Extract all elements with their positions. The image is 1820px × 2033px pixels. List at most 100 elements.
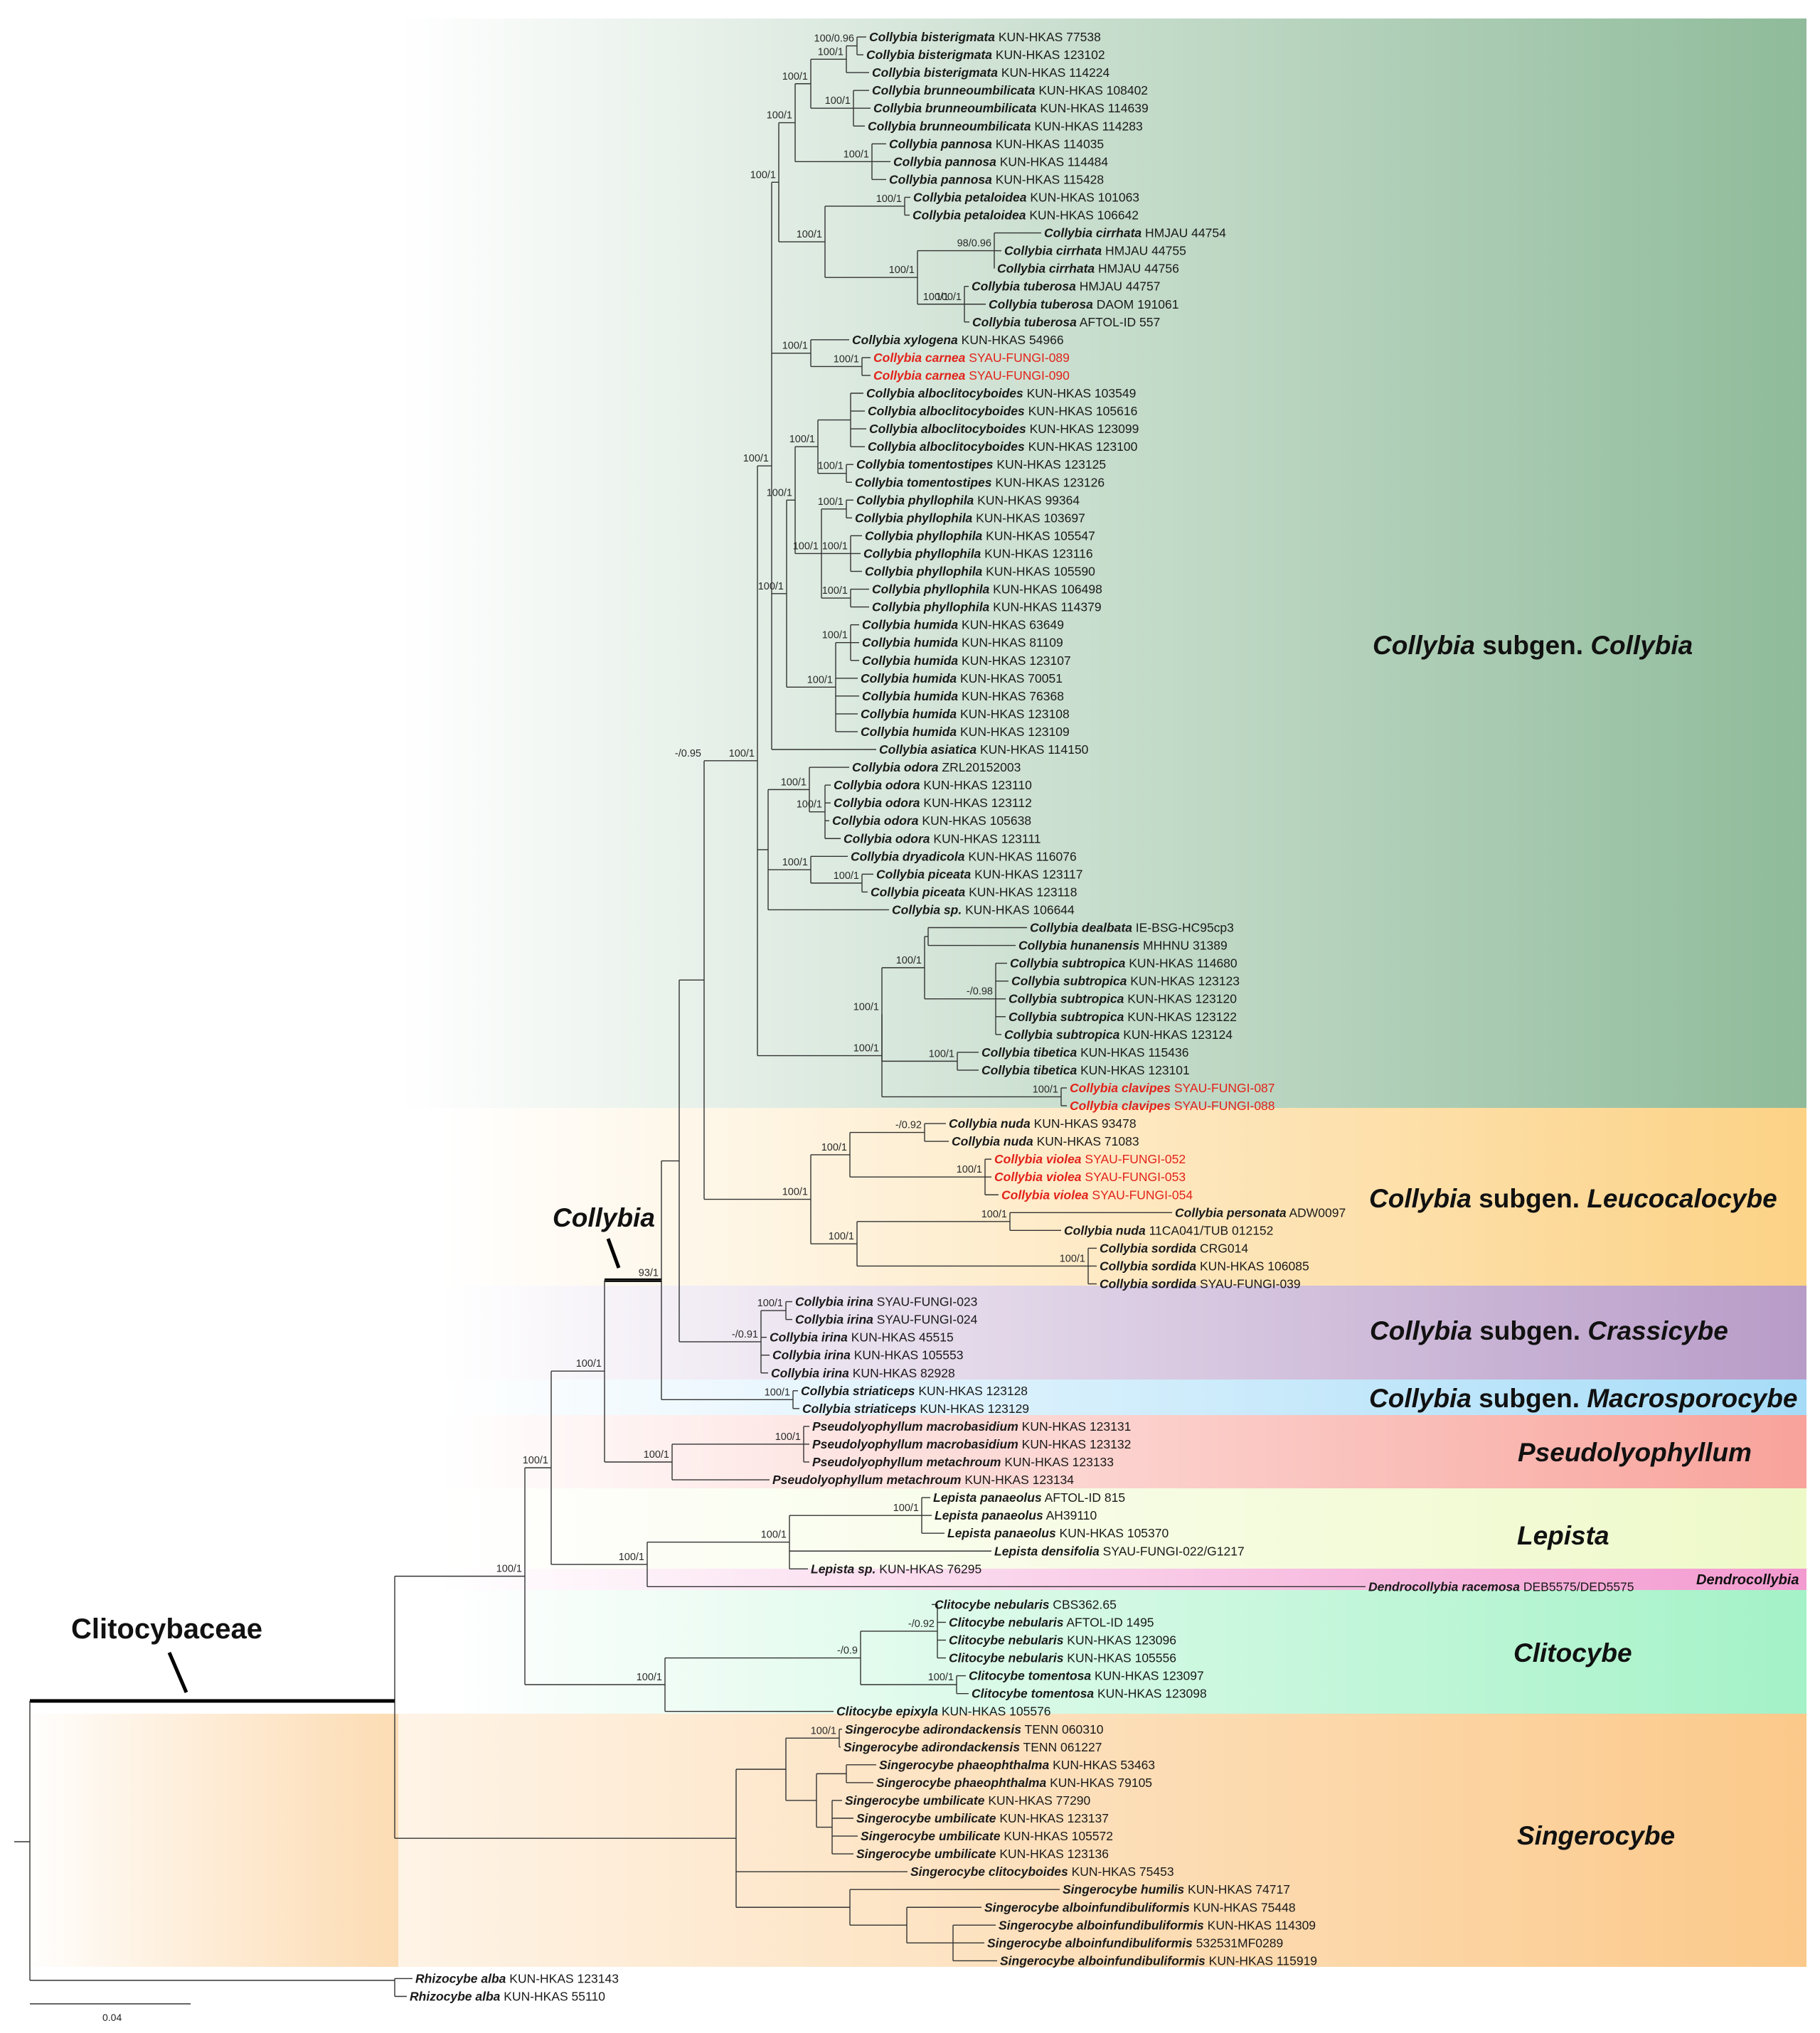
taxon-name: Clitocybe tomentosa xyxy=(969,1669,1091,1683)
taxon-label: Collybia violea SYAU-FUNGI-052 xyxy=(994,1152,1186,1166)
tree-branches xyxy=(14,36,1366,1997)
voucher-id: KUN-HKAS 106644 xyxy=(962,902,1075,917)
voucher-id: KUN-HKAS 123143 xyxy=(506,1971,619,1985)
taxon-label: Collybia striaticeps KUN-HKAS 123128 xyxy=(801,1384,1028,1398)
taxon-name: Rhizocybe alba xyxy=(410,1990,501,2004)
taxon-name: Collybia humida xyxy=(862,636,958,650)
voucher-id: KUN-HKAS 123124 xyxy=(1119,1028,1233,1042)
voucher-id: KUN-HKAS 123102 xyxy=(992,48,1105,62)
voucher-id: KUN-HKAS 123132 xyxy=(1018,1437,1132,1451)
voucher-id: MHHNU 31389 xyxy=(1139,939,1228,953)
clade-label-part: Collybia xyxy=(1373,631,1475,660)
voucher-id: SYAU-FUNGI-039 xyxy=(1196,1277,1301,1291)
taxon-label: Collybia petaloidea KUN-HKAS 106642 xyxy=(912,208,1139,223)
clade-label-part: subgen. xyxy=(1475,631,1590,660)
taxon-label: Dendrocollybia racemosa DEB5575/DED5575 xyxy=(1368,1579,1634,1594)
taxon-label: Collybia odora KUN-HKAS 123112 xyxy=(834,796,1032,810)
voucher-id: KUN-HKAS 123096 xyxy=(1063,1633,1176,1648)
support-value: 100/1 xyxy=(782,857,808,868)
taxon-label: Lepista densifolia SYAU-FUNGI-022/G1217 xyxy=(994,1544,1245,1558)
taxon-label: Rhizocybe alba KUN-HKAS 123143 xyxy=(415,1971,619,1985)
clade-label-part: Collybia xyxy=(1590,631,1693,660)
taxon-label: Collybia carnea SYAU-FUNGI-089 xyxy=(873,351,1070,365)
support-value: 100/1 xyxy=(797,229,822,240)
taxon-label: Collybia nuda 11CA041/TUB 012152 xyxy=(1064,1223,1273,1237)
taxon-label: Lepista panaeolus AFTOL-ID 815 xyxy=(933,1490,1125,1505)
taxon-label: Collybia sordida KUN-HKAS 106085 xyxy=(1100,1259,1309,1273)
support-value: 100/1 xyxy=(822,540,848,552)
voucher-id: KUN-HKAS 123100 xyxy=(1025,439,1138,454)
taxon-label: Collybia xylogena KUN-HKAS 54966 xyxy=(852,333,1064,347)
voucher-id: KUN-HKAS 105553 xyxy=(851,1348,964,1362)
voucher-id: KUN-HKAS 75448 xyxy=(1190,1900,1296,1914)
taxon-label: Collybia humida KUN-HKAS 70051 xyxy=(861,671,1063,685)
taxon-label: Collybia pannosa KUN-HKAS 114484 xyxy=(893,154,1108,169)
taxon-name: Collybia dealbata xyxy=(1030,921,1132,935)
taxon-name: Singerocybe alboinfundibuliformis xyxy=(984,1900,1190,1914)
support-value: 100/1 xyxy=(729,748,755,759)
support-value: -/0.95 xyxy=(675,748,701,759)
voucher-id: KUN-HKAS 123099 xyxy=(1026,422,1139,436)
taxon-name: Clitocybe nebularis xyxy=(949,1651,1064,1665)
taxon-name: Collybia subtropica xyxy=(1010,956,1126,971)
taxon-label: Collybia tibetica KUN-HKAS 123101 xyxy=(981,1063,1190,1077)
voucher-id: HMJAU 44755 xyxy=(1102,244,1186,258)
taxon-name: Collybia nuda xyxy=(949,1116,1031,1131)
support-value: 100/1 xyxy=(853,1043,879,1055)
voucher-id: KUN-HKAS 106085 xyxy=(1196,1259,1309,1273)
taxon-name: Singerocybe clitocyboides xyxy=(910,1864,1068,1879)
support-value: -/0.98 xyxy=(967,986,993,998)
taxon-label: Collybia bisterigmata KUN-HKAS 123102 xyxy=(866,48,1105,62)
voucher-id: KUN-HKAS 123112 xyxy=(920,796,1032,810)
taxon-name: Collybia striaticeps xyxy=(801,1384,915,1398)
support-value: 100/1 xyxy=(844,149,869,160)
taxon-label: Collybia humida KUN-HKAS 123107 xyxy=(862,653,1071,668)
taxon-label: Collybia phyllophila KUN-HKAS 99364 xyxy=(856,493,1080,507)
support-value: 100/1 xyxy=(644,1449,669,1461)
taxon-label: Collybia pannosa KUN-HKAS 114035 xyxy=(889,137,1104,151)
support-value: 100/1 xyxy=(761,1530,787,1541)
taxon-label: Clitocybe nebularis CBS362.65 xyxy=(935,1597,1117,1611)
support-value: 100/1 xyxy=(758,581,784,592)
taxon-label: Singerocybe adirondackensis TENN 060310 xyxy=(845,1722,1104,1736)
taxon-label: Collybia sordida CRG014 xyxy=(1100,1241,1248,1255)
voucher-id: KUN-HKAS 123133 xyxy=(1001,1455,1114,1469)
taxon-name: Collybia alboclitocyboides xyxy=(868,439,1025,454)
taxon-label: Collybia brunneoumbilicata KUN-HKAS 1084… xyxy=(872,83,1148,97)
voucher-id: KUN-HKAS 114035 xyxy=(992,137,1104,151)
taxon-name: Collybia tomentostipes xyxy=(856,457,994,471)
voucher-id: DEB5575/DED5575 xyxy=(1520,1579,1634,1594)
taxon-label: Pseudolyophyllum metachroum KUN-HKAS 123… xyxy=(772,1473,1074,1487)
taxon-name: Lepista panaeolus xyxy=(933,1490,1042,1505)
taxon-name: Collybia personata xyxy=(1175,1205,1287,1220)
taxon-label: Collybia irina KUN-HKAS 105553 xyxy=(772,1348,963,1362)
taxon-name: Singerocybe humilis xyxy=(1063,1882,1184,1896)
voucher-id: HMJAU 44756 xyxy=(1095,262,1179,276)
taxon-label: Clitocybe tomentosa KUN-HKAS 123097 xyxy=(969,1669,1204,1683)
taxon-label: Collybia phyllophila KUN-HKAS 123116 xyxy=(863,546,1093,560)
taxon-name: Collybia odora xyxy=(834,796,920,810)
taxon-name: Collybia pannosa xyxy=(893,154,996,169)
taxon-label: Collybia tomentostipes KUN-HKAS 123126 xyxy=(855,475,1105,489)
taxon-label: Singerocybe adirondackensis TENN 061227 xyxy=(844,1740,1102,1754)
voucher-id: KUN-HKAS 114484 xyxy=(996,154,1109,169)
taxon-name: Collybia irina xyxy=(795,1313,873,1327)
taxon-name: Collybia humida xyxy=(861,725,957,739)
taxon-label: Singerocybe umbilicate KUN-HKAS 77290 xyxy=(845,1793,1091,1808)
taxon-name: Collybia humida xyxy=(862,618,958,632)
clade-label-singerocybe: Singerocybe xyxy=(1517,1821,1675,1850)
taxon-name: Collybia humida xyxy=(861,707,957,721)
taxon-name: Pseudolyophyllum macrobasidium xyxy=(812,1437,1018,1451)
taxon-name: Collybia petaloidea xyxy=(912,208,1026,223)
clade-label-leucocalocybe: Collybia subgen. Leucocalocybe xyxy=(1369,1184,1777,1213)
clade-label-collybia: Collybia subgen. Collybia xyxy=(1373,631,1693,660)
voucher-id: KUN-HKAS 115436 xyxy=(1077,1045,1188,1060)
taxon-name: Collybia bisterigmata xyxy=(866,48,992,62)
support-value: -/0.9 xyxy=(837,1645,858,1657)
taxon-label: Collybia cirrhata HMJAU 44756 xyxy=(997,262,1179,276)
taxon-name: Collybia phyllophila xyxy=(863,546,981,560)
taxon-label: Collybia bisterigmata KUN-HKAS 114224 xyxy=(872,65,1110,80)
taxon-name: Collybia subtropica xyxy=(1011,974,1127,988)
taxon-label: Collybia nuda KUN-HKAS 71083 xyxy=(952,1134,1139,1148)
